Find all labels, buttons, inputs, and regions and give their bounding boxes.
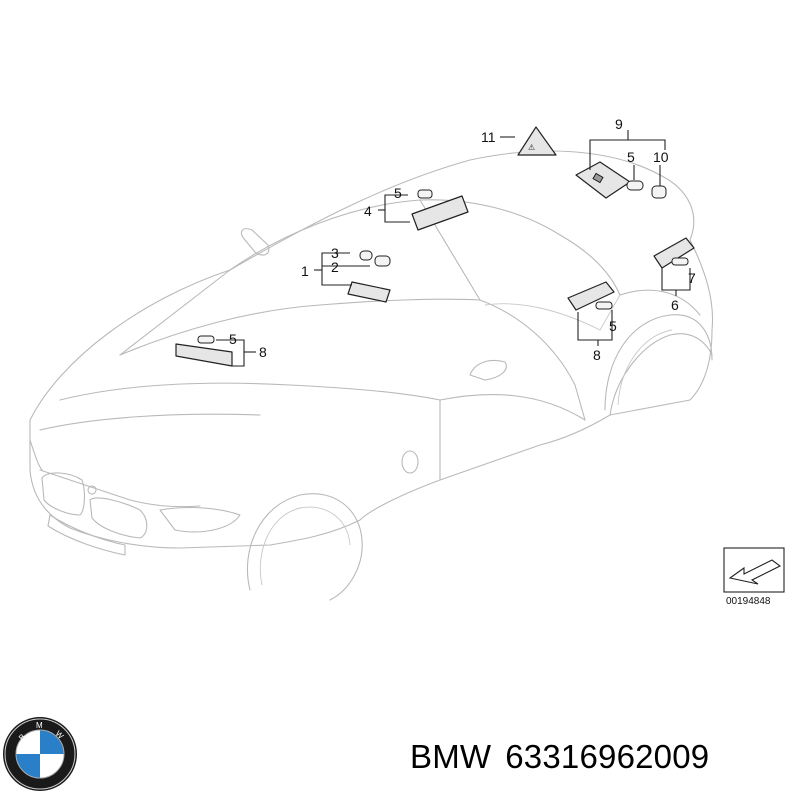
- door-light: [567, 281, 615, 311]
- callout-10: 10: [653, 149, 669, 165]
- callout-8: 8: [259, 344, 267, 360]
- lens-cap-icon: [651, 185, 667, 199]
- bulb-icon: [626, 180, 644, 191]
- reference-arrow-icon: [723, 547, 785, 593]
- brand-name: BMW: [410, 738, 492, 775]
- car-outline: [29, 150, 714, 601]
- rear-dome-light: [575, 161, 631, 199]
- leader-line-4: [384, 194, 410, 223]
- part-number: 63316962009: [505, 738, 710, 775]
- callout-11: 11: [481, 129, 496, 145]
- callout-3: 3: [331, 245, 339, 261]
- warning-triangle-label: ⚠: [517, 126, 557, 156]
- interior-light-lens: [347, 250, 391, 303]
- callout-5: 5: [627, 149, 635, 165]
- callout-5d: 5: [609, 318, 617, 334]
- svg-text:B: B: [17, 732, 27, 742]
- callout-9: 9: [615, 116, 623, 132]
- callout-7: 7: [688, 270, 696, 286]
- callout-2: 2: [331, 259, 339, 275]
- part-caption: BMW 63316962009: [410, 738, 723, 776]
- callout-5c: 5: [229, 331, 237, 347]
- callout-1: 1: [301, 263, 309, 279]
- callout-5b: 5: [394, 185, 402, 201]
- bmw-roundel-icon: B M W: [3, 717, 77, 791]
- callout-4: 4: [364, 203, 372, 219]
- callout-6: 6: [671, 297, 679, 313]
- callout-8b: 8: [593, 347, 601, 363]
- trunk-light: [653, 237, 695, 269]
- reading-light: [411, 189, 469, 231]
- svg-text:⚠: ⚠: [528, 143, 535, 152]
- reference-code: 00194848: [726, 596, 771, 607]
- svg-text:M: M: [36, 721, 43, 730]
